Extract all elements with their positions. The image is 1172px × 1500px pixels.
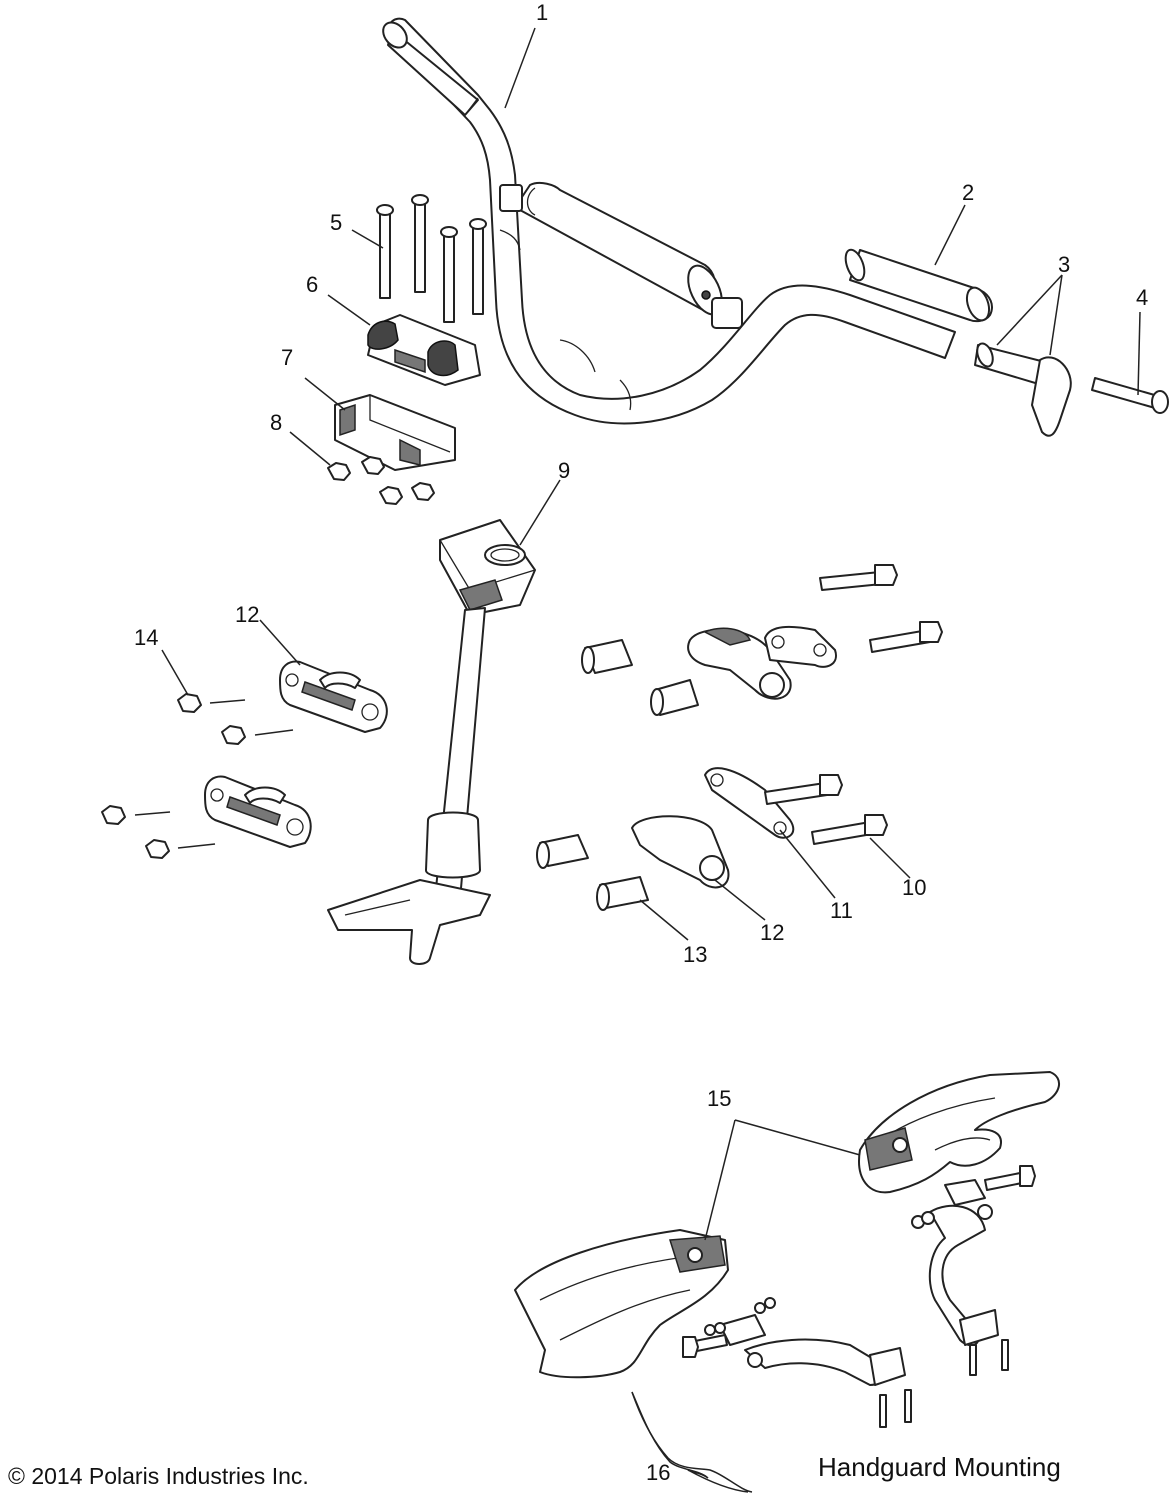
left-nuts xyxy=(101,693,294,859)
clamp-top xyxy=(367,314,481,386)
steering-post xyxy=(327,519,536,965)
flange-nuts xyxy=(327,456,435,505)
throttle xyxy=(974,342,1072,437)
callout-6: 6 xyxy=(306,272,318,297)
callout-11: 11 xyxy=(830,898,853,923)
clamp-base xyxy=(334,394,456,471)
grip xyxy=(844,248,993,323)
callout-13: 13 xyxy=(683,942,707,967)
callout-14: 14 xyxy=(134,625,158,650)
callout-5: 5 xyxy=(330,210,342,235)
callout-12-upper: 12 xyxy=(235,602,259,627)
clamp-left-lower xyxy=(204,775,312,848)
callout-10: 10 xyxy=(902,875,926,900)
callout-12-lower: 12 xyxy=(760,920,784,945)
handguard-left xyxy=(514,1229,729,1379)
clamp-assembly-upper xyxy=(581,564,943,716)
callout-3: 3 xyxy=(1058,252,1070,277)
handguard-right xyxy=(858,1071,1060,1194)
callout-16: 16 xyxy=(646,1460,670,1485)
handlebar xyxy=(382,17,956,425)
callout-7: 7 xyxy=(281,345,293,370)
clamp-bolts xyxy=(376,194,487,323)
caption-handguard-mounting: Handguard Mounting xyxy=(818,1452,1061,1482)
copyright-text: © 2014 Polaris Industries Inc. xyxy=(8,1463,309,1489)
handguard-mount-left xyxy=(682,1297,912,1428)
callout-2: 2 xyxy=(962,180,974,205)
clamp-left-upper xyxy=(279,660,388,733)
clamp-assembly-lower xyxy=(536,767,888,911)
handguard-mount-right xyxy=(911,1165,1036,1376)
callout-9: 9 xyxy=(558,458,570,483)
callout-15: 15 xyxy=(707,1086,731,1111)
bolt-long xyxy=(1091,377,1169,414)
callout-8: 8 xyxy=(270,410,282,435)
callout-1: 1 xyxy=(536,0,548,25)
callout-4: 4 xyxy=(1136,285,1148,310)
